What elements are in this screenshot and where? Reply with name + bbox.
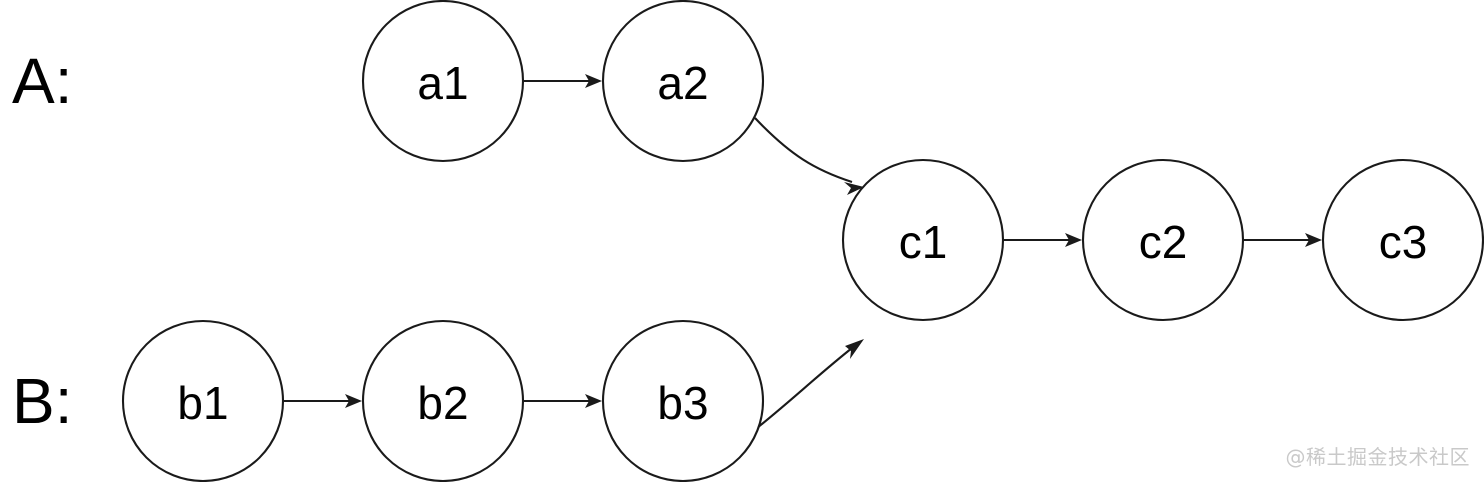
node-c1-circle[interactable] xyxy=(841,158,1005,322)
node-a2[interactable]: a2 xyxy=(601,0,765,163)
node-c2-label: c2 xyxy=(1139,216,1188,268)
node-c1[interactable]: c1 xyxy=(841,158,1005,322)
edge-b1-b2-arrowhead xyxy=(345,394,362,408)
row-label-a: A: xyxy=(12,45,72,117)
node-b2[interactable]: b2 xyxy=(361,319,525,482)
node-b1-label: b1 xyxy=(177,377,228,429)
edge-a2-c1-arrowhead xyxy=(844,182,864,195)
node-b1-circle[interactable] xyxy=(121,319,285,482)
edge-b2-b3-arrowhead xyxy=(585,394,602,408)
edge-a2-c1 xyxy=(754,117,864,195)
edge-a2-c1-line xyxy=(754,117,853,183)
node-c2[interactable]: c2 xyxy=(1081,158,1245,322)
edge-b1-b2 xyxy=(284,394,362,408)
node-a1-circle[interactable] xyxy=(361,0,525,163)
row-label-b: B: xyxy=(12,365,72,437)
edge-a1-a2-arrowhead xyxy=(585,74,602,88)
node-c2-circle[interactable] xyxy=(1081,158,1245,322)
watermark-label: @稀土掘金技术社区 xyxy=(1286,445,1471,469)
edge-c1-c2-arrowhead xyxy=(1065,233,1082,247)
edge-b2-b3 xyxy=(524,394,602,408)
edge-b3-c1-arrowhead xyxy=(845,339,864,359)
edge-c1-c2 xyxy=(1004,233,1082,247)
edge-a1-a2 xyxy=(524,74,602,88)
node-b1[interactable]: b1 xyxy=(121,319,285,482)
edge-c2-c3-arrowhead xyxy=(1305,233,1322,247)
node-c1-label: c1 xyxy=(899,216,948,268)
node-a2-circle[interactable] xyxy=(601,0,765,163)
node-a1-label: a1 xyxy=(417,57,468,109)
edge-b3-c1 xyxy=(756,339,864,429)
node-b3-circle[interactable] xyxy=(601,319,765,482)
node-b2-label: b2 xyxy=(417,377,468,429)
edge-c2-c3 xyxy=(1244,233,1322,247)
node-b3-label: b3 xyxy=(657,377,708,429)
node-c3-circle[interactable] xyxy=(1321,158,1484,322)
node-c3-label: c3 xyxy=(1379,216,1428,268)
edge-b3-c1-line xyxy=(756,347,853,429)
node-b2-circle[interactable] xyxy=(361,319,525,482)
node-c3[interactable]: c3 xyxy=(1321,158,1484,322)
node-b3[interactable]: b3 xyxy=(601,319,765,482)
node-a2-label: a2 xyxy=(657,57,708,109)
node-a1[interactable]: a1 xyxy=(361,0,525,163)
